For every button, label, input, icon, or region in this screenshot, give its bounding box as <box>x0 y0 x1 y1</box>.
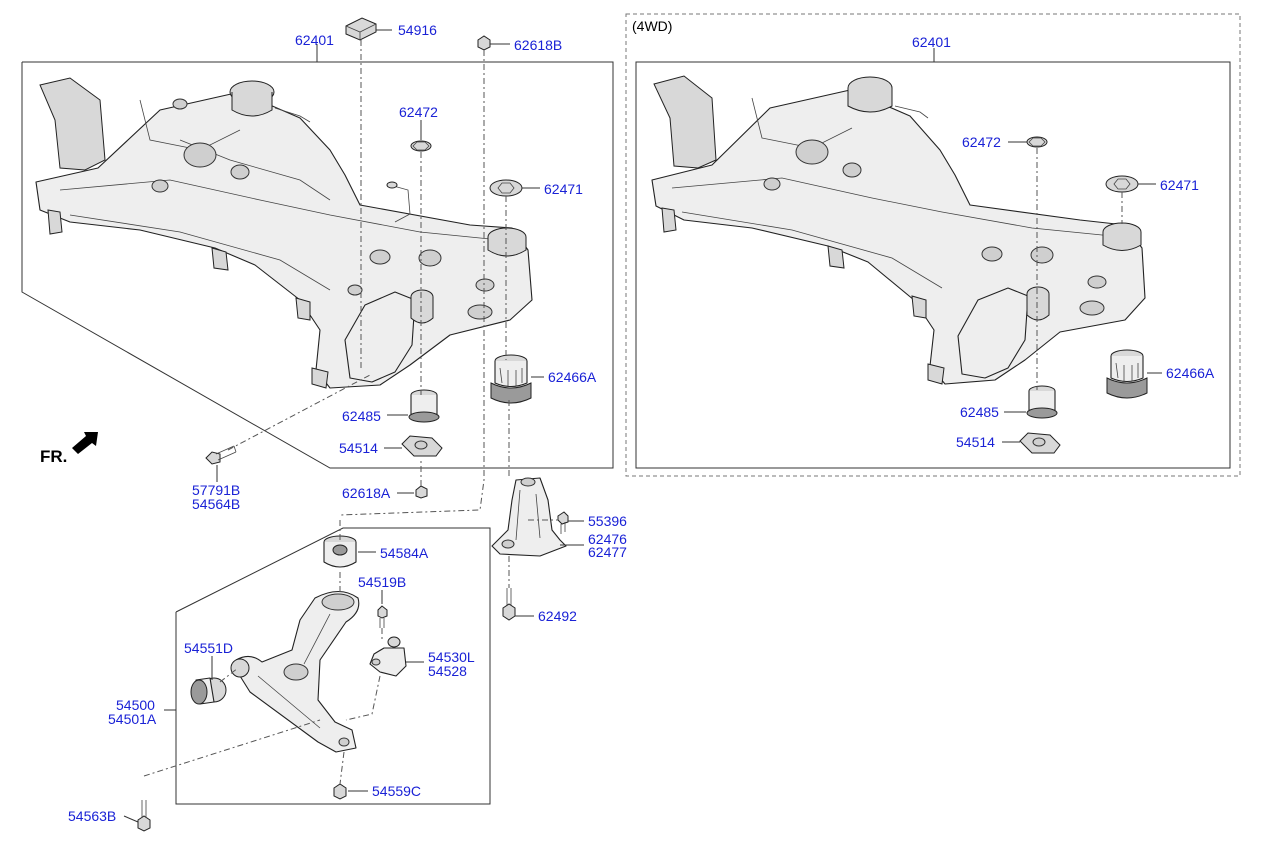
washer-62471[interactable] <box>489 179 523 197</box>
4wd-label-62485[interactable]: 62485 <box>960 404 999 420</box>
4wd-bushing-62466A[interactable] <box>1106 349 1148 399</box>
label-62618B[interactable]: 62618B <box>514 37 562 53</box>
4wd-label-62471[interactable]: 62471 <box>1160 177 1199 193</box>
label-62492[interactable]: 62492 <box>538 608 577 624</box>
label-54563B[interactable]: 54563B <box>68 808 116 824</box>
line-54563B <box>123 815 139 823</box>
4wd-washer-62472[interactable] <box>1026 136 1048 148</box>
label-54530L[interactable]: 54530L <box>428 649 475 665</box>
label-57791B[interactable]: 57791B <box>192 482 240 498</box>
label-54528[interactable]: 54528 <box>428 663 467 679</box>
bushing-62485[interactable] <box>408 389 440 423</box>
leader-57791B <box>227 374 371 451</box>
label-62471[interactable]: 62471 <box>544 181 583 197</box>
label-62466A[interactable]: 62466A <box>548 369 597 385</box>
leader-54559C <box>339 751 345 785</box>
4wd-label-54514[interactable]: 54514 <box>956 434 995 450</box>
label-62472[interactable]: 62472 <box>399 104 438 120</box>
bolt-62492[interactable] <box>502 588 516 621</box>
bracket-62476-62477[interactable] <box>491 477 567 557</box>
bushing-54551D[interactable] <box>190 677 227 705</box>
label-62476[interactable]: 62476 <box>588 531 627 547</box>
front-subframe-crossmember[interactable] <box>35 77 533 389</box>
label-54564B[interactable]: 54564B <box>192 496 240 512</box>
label-54584A[interactable]: 54584A <box>380 545 429 561</box>
bolt-57791B[interactable] <box>205 445 237 465</box>
bolt-54563B[interactable] <box>137 800 151 832</box>
front-direction-label: FR. <box>40 447 67 466</box>
label-54559C[interactable]: 54559C <box>372 783 421 799</box>
bushing-62466A[interactable] <box>490 354 532 404</box>
4wd-variant-group: (4WD) <box>625 13 1241 477</box>
pad-54916[interactable] <box>345 17 377 41</box>
leader-62618B <box>339 50 485 516</box>
leader-54551D <box>219 667 239 683</box>
lower-arm-callout-frame <box>175 527 491 805</box>
left-subframe-group: FR. 54916 62401 62618B 62472 62471 62466… <box>21 17 627 624</box>
label-54501A[interactable]: 54501A <box>108 711 157 727</box>
bolt-54519B[interactable] <box>377 605 388 628</box>
label-54500[interactable]: 54500 <box>116 697 155 713</box>
4wd-label-62466A[interactable]: 62466A <box>1166 365 1215 381</box>
4wd-washer-62471[interactable] <box>1105 175 1139 193</box>
4wd-label-62401[interactable]: 62401 <box>912 34 951 50</box>
bolt-55396[interactable] <box>557 511 569 534</box>
label-54519B[interactable]: 54519B <box>358 574 406 590</box>
leader-54563B <box>143 719 321 777</box>
label-54916[interactable]: 54916 <box>398 22 437 38</box>
4wd-variant-label: (4WD) <box>632 18 672 34</box>
4wd-callout-frame <box>635 61 1231 469</box>
lower-control-arm[interactable] <box>230 590 360 753</box>
ball-joint-54530L-54528[interactable] <box>369 636 407 677</box>
4wd-bushing-62485[interactable] <box>1026 385 1058 419</box>
4wd-bracket-54514[interactable] <box>1019 432 1061 454</box>
subframe-callout-frame <box>21 61 614 469</box>
label-54514[interactable]: 54514 <box>339 440 378 456</box>
4wd-front-subframe-crossmember[interactable] <box>651 75 1146 385</box>
label-62618A[interactable]: 62618A <box>342 485 391 501</box>
nut-62618B[interactable] <box>477 35 491 51</box>
bracket-54514[interactable] <box>401 435 443 457</box>
leader-ball-joint <box>345 675 381 721</box>
nut-54559C[interactable] <box>333 783 347 800</box>
4wd-label-62472[interactable]: 62472 <box>962 134 1001 150</box>
label-62485[interactable]: 62485 <box>342 408 381 424</box>
bushing-54584A[interactable] <box>323 535 357 568</box>
4wd-dashed-box <box>625 13 1241 477</box>
washer-62472[interactable] <box>410 140 432 152</box>
front-arrow-icon <box>72 432 98 454</box>
label-54551D[interactable]: 54551D <box>184 640 233 656</box>
label-62401[interactable]: 62401 <box>295 32 334 48</box>
nut-62618A[interactable] <box>415 485 428 499</box>
label-62477[interactable]: 62477 <box>588 544 627 560</box>
lower-arm-group: 54584A 54519B 54551D 54530L 54528 54500 … <box>68 520 491 832</box>
front-direction-indicator: FR. <box>40 432 98 466</box>
label-55396[interactable]: 55396 <box>588 513 627 529</box>
